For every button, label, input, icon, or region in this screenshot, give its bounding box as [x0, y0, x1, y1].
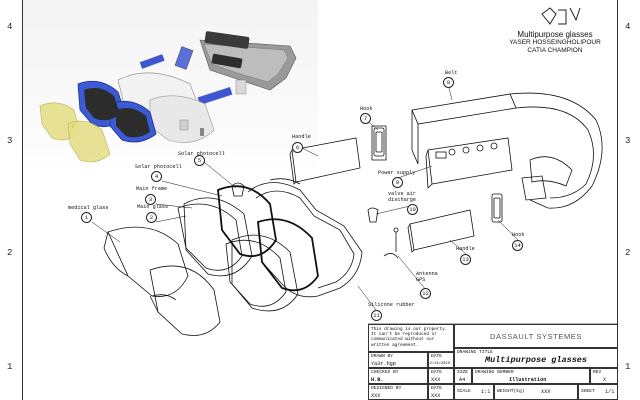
part-label-2: Main glass: [137, 204, 169, 210]
rendered-assembly: [39, 31, 297, 163]
part-bubble-7: 7: [360, 113, 371, 124]
part-bubble-9: 9: [392, 177, 403, 188]
part-bubble-1: 1: [81, 212, 92, 223]
tb-drawing-number: DRAWING NUMBER Illustration: [472, 368, 590, 384]
tb-size: SIZE A4: [454, 368, 472, 384]
tb-designed-by: DESIGNED BY XXX: [368, 384, 428, 400]
part-label-8: Belt: [445, 70, 458, 76]
tb-drawn-date: DATE 2/14/2020: [428, 352, 454, 368]
part-label-3: Main frame: [136, 186, 168, 192]
line-assembly: [103, 92, 603, 336]
logo-caption: Multipurpose glasses YASER HOSSEINGHOLIP…: [500, 30, 610, 54]
zone-left-1: 1: [7, 362, 13, 372]
zone-right-2: 2: [625, 248, 631, 258]
part-label-11: Silicone rubber: [368, 302, 415, 308]
part-bubble-6: 6: [292, 142, 303, 153]
zone-left-2: 2: [7, 248, 13, 258]
part-label-13: Handle: [456, 246, 475, 252]
tb-company: DASSAULT SYSTEMES: [454, 324, 618, 348]
part-label-4: Solar photocell: [135, 164, 182, 170]
tb-rev: REV X: [590, 368, 618, 384]
leader-lines: [91, 83, 519, 311]
tb-designed-date: DATE XXX: [428, 384, 454, 400]
part-label-6: Handle: [292, 134, 311, 140]
part-label-1: medical glass: [68, 205, 109, 211]
tb-weight: WEIGHT(kg) XXX: [494, 384, 578, 400]
part-bubble-14: 14: [512, 240, 523, 251]
tb-scale: SCALE 1:1: [454, 384, 494, 400]
tb-sheet: SHEET 1/1: [578, 384, 618, 400]
tb-drawn-by: DRAWN BY Ya3r.hgp: [368, 352, 428, 368]
part-bubble-8: 8: [443, 77, 454, 88]
part-bubble-11: 11: [371, 310, 382, 321]
part-label-10: valve air discharge: [388, 191, 417, 203]
zone-right-4: 4: [625, 22, 631, 32]
part-label-14: Hook: [512, 232, 525, 238]
part-bubble-10: 10: [407, 204, 418, 215]
zone-right-1: 1: [625, 362, 631, 372]
tb-checked-date: DATE XXX: [428, 368, 454, 384]
logo-product: Multipurpose glasses: [517, 30, 593, 39]
tb-drawing-title: DRAWING TITLE Multipurpose glasses: [454, 348, 618, 368]
part-bubble-12: 12: [420, 288, 431, 299]
part-label-9: Power supply: [378, 170, 416, 176]
zone-right-3: 3: [625, 136, 631, 146]
tb-checked-by: CHECKED BY H.B.: [368, 368, 428, 384]
part-bubble-3: 3: [145, 194, 156, 205]
zone-left-4: 4: [7, 22, 13, 32]
logo-author: YASER HOSSEINGHOLIPOUR: [509, 39, 601, 46]
part-bubble-13: 13: [460, 254, 471, 265]
part-bubble-2: 2: [146, 212, 157, 223]
sheet-border: [22, 0, 618, 400]
title-block: This drawing is our property. It can't b…: [368, 324, 618, 400]
part-bubble-5: 5: [194, 155, 205, 166]
part-label-7: Hook: [360, 106, 373, 112]
part-label-12: Antenna GPS: [416, 271, 438, 283]
part-bubble-4: 4: [151, 171, 162, 182]
brand-logo: [541, 7, 581, 25]
logo-software: CATIA CHAMPION: [527, 46, 583, 54]
zone-left-3: 3: [7, 136, 13, 146]
tb-property-note: This drawing is our property. It can't b…: [368, 324, 454, 352]
part-label-5: Solar photocell: [178, 151, 225, 157]
